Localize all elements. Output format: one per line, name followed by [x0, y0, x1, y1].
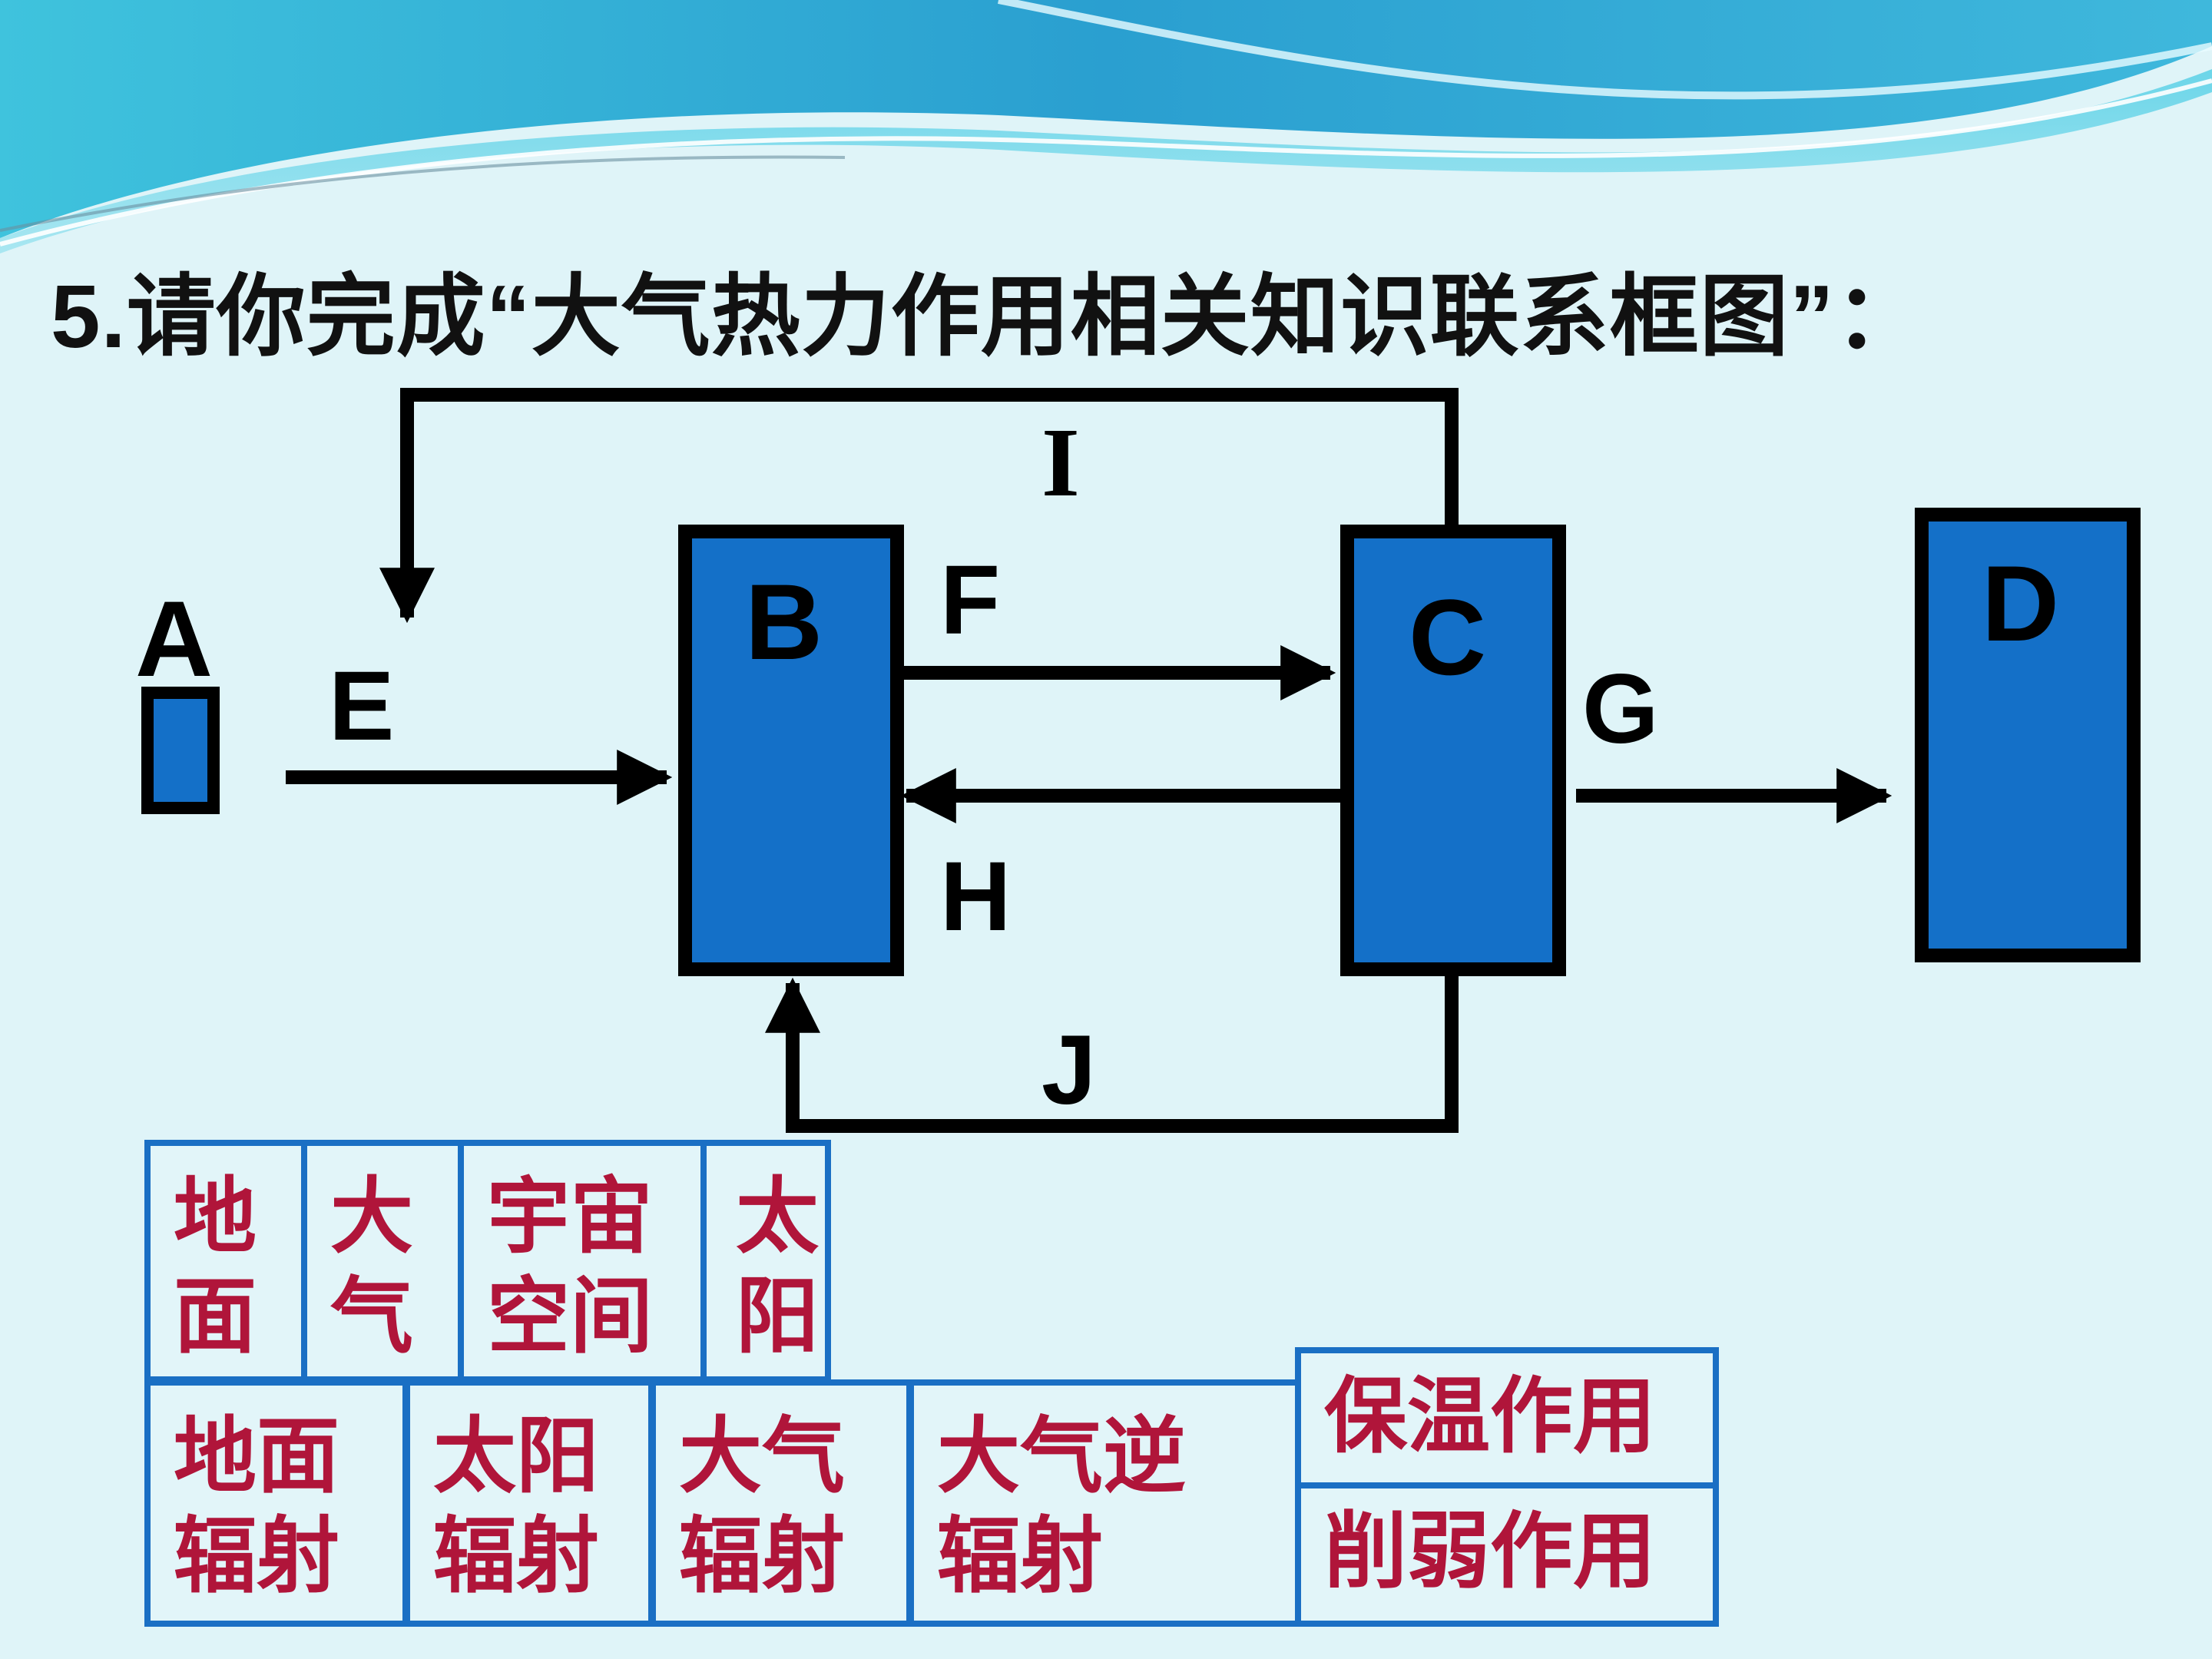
option-line: 太阳: [433, 1408, 600, 1505]
option-ground[interactable]: 地 面: [144, 1140, 307, 1382]
option-line: 气: [330, 1267, 414, 1365]
option-counter-radiation[interactable]: 大气逆 辐射: [908, 1379, 1301, 1627]
option-line: 削弱作用: [1324, 1503, 1657, 1600]
option-line: 辐射: [433, 1507, 600, 1604]
option-line: 太: [736, 1168, 820, 1265]
option-line: 大气逆: [937, 1408, 1187, 1505]
option-line: 保温作用: [1324, 1368, 1657, 1465]
option-line: 面: [174, 1267, 257, 1365]
option-line: 大: [330, 1168, 414, 1265]
arrow-j: [765, 975, 1459, 1133]
option-line: 地: [174, 1168, 257, 1265]
option-line: 地面: [174, 1408, 340, 1505]
option-line: 大气: [679, 1408, 846, 1505]
arrow-i: [379, 388, 1459, 624]
option-atmosphere[interactable]: 大 气: [301, 1140, 464, 1382]
option-line: 阳: [736, 1267, 820, 1365]
node-b-box: [678, 525, 904, 976]
page-title: 5.请你完成“大气热力作用相关知识联系框图”：: [51, 267, 1925, 366]
option-solar-radiation[interactable]: 太阳 辐射: [404, 1379, 654, 1627]
option-ground-radiation[interactable]: 地面 辐射: [144, 1379, 409, 1627]
node-c-label: C: [1409, 577, 1487, 697]
node-d-box: [1915, 508, 2141, 962]
node-c-box: [1340, 525, 1566, 976]
option-line: 辐射: [937, 1507, 1104, 1604]
node-b-label: B: [745, 561, 823, 682]
option-line: 空间: [487, 1267, 654, 1365]
option-sun[interactable]: 太 阳: [700, 1140, 831, 1382]
arrow-h-label: H: [940, 842, 1012, 952]
option-line: 辐射: [174, 1507, 340, 1604]
node-d-label: D: [1982, 543, 2060, 664]
option-line: 辐射: [679, 1507, 846, 1604]
node-a-label: A: [135, 578, 214, 699]
arrow-i-label: I: [1041, 408, 1080, 517]
option-space[interactable]: 宇宙 空间: [458, 1140, 707, 1382]
option-atmospheric-radiation[interactable]: 大气 辐射: [650, 1379, 912, 1627]
header-wave-banner: [0, 0, 2212, 253]
arrow-j-label: J: [1041, 1015, 1097, 1125]
arrow-g-label: G: [1582, 654, 1659, 764]
option-line: 宇宙: [487, 1168, 654, 1265]
option-weakening-effect[interactable]: 削弱作用: [1295, 1482, 1719, 1627]
arrow-f-label: F: [940, 545, 1001, 655]
option-insulation-effect[interactable]: 保温作用: [1295, 1347, 1719, 1488]
node-a-box: [141, 687, 220, 814]
arrow-e-label: E: [329, 651, 395, 761]
